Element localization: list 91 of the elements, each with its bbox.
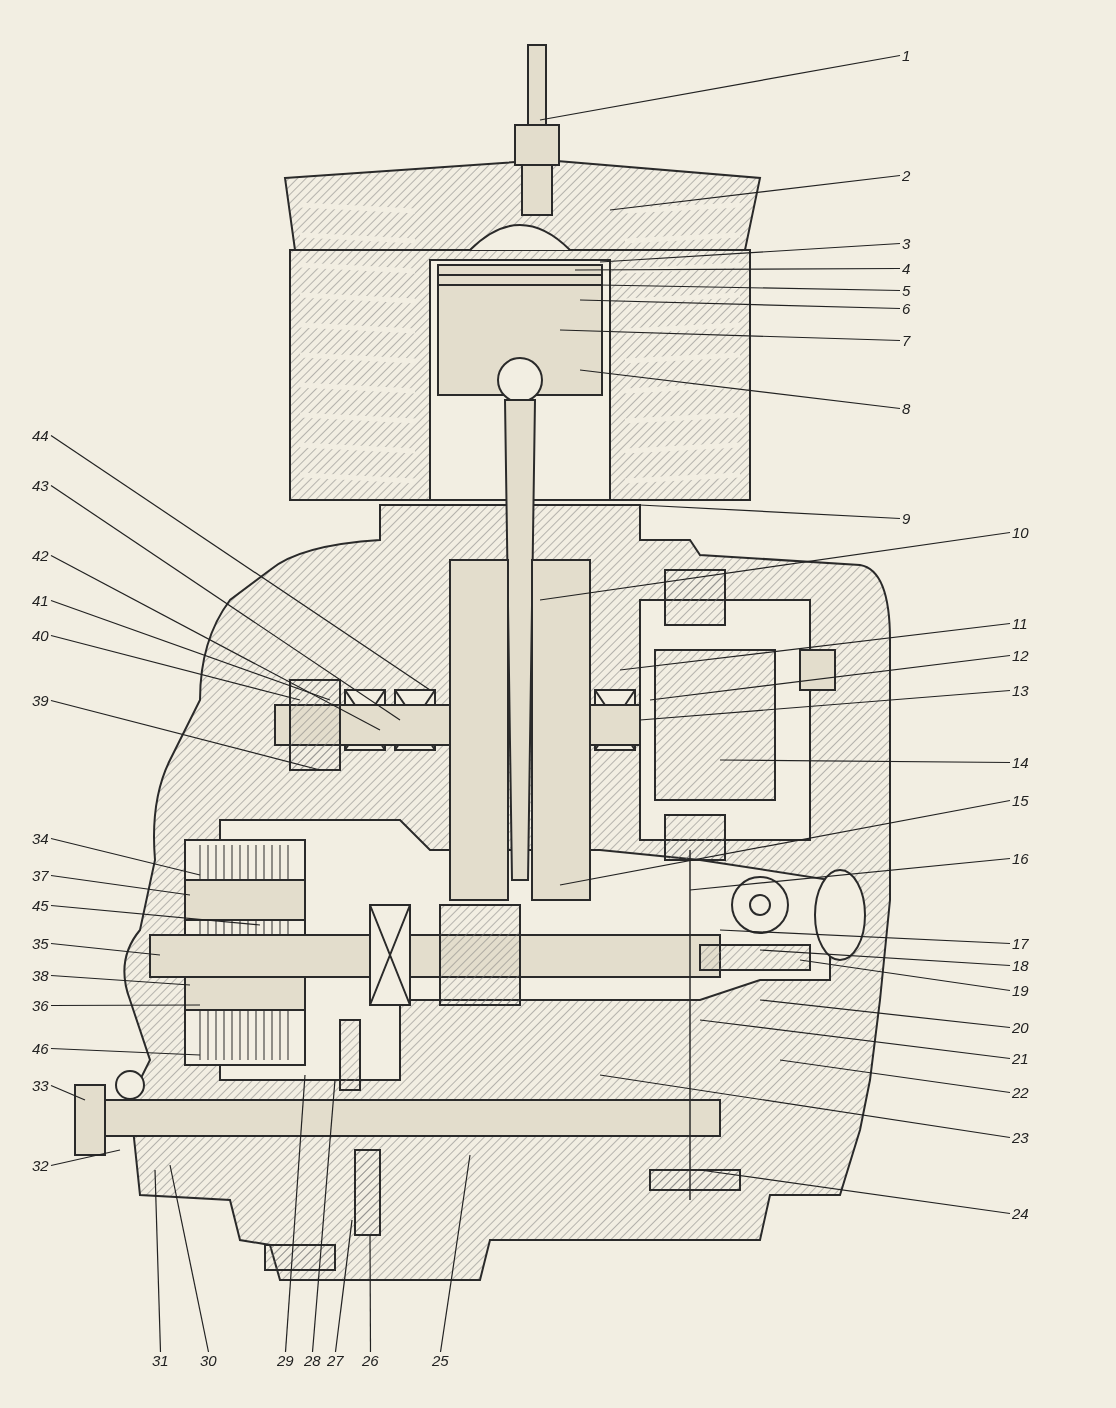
- callout-number: 45: [30, 897, 51, 914]
- leader-line: [719, 929, 1011, 945]
- leader-line: [284, 1074, 306, 1353]
- leader-line: [539, 531, 1011, 601]
- callout-number: 15: [1010, 792, 1031, 809]
- leader-line: [50, 634, 301, 701]
- callout-number: 2: [900, 167, 913, 184]
- callout-number: 28: [302, 1352, 323, 1369]
- leader-line: [574, 267, 901, 271]
- leader-line: [559, 329, 901, 342]
- callout-number: 46: [30, 1040, 51, 1057]
- callout-number: 13: [1010, 682, 1031, 699]
- callout-number: 3: [900, 235, 913, 252]
- leader-line: [639, 504, 901, 520]
- callout-number: 39: [30, 692, 51, 709]
- callout-number: 6: [900, 300, 913, 317]
- callout-number: 9: [900, 510, 913, 527]
- callout-number: 4: [900, 260, 913, 277]
- callout-number: 5: [900, 282, 913, 299]
- leader-line: [699, 1019, 1011, 1060]
- leader-line: [50, 1047, 201, 1056]
- leader-line: [719, 759, 1011, 764]
- callout-number: 19: [1010, 982, 1031, 999]
- leader-line: [50, 1084, 86, 1101]
- callout-number: 30: [198, 1352, 219, 1369]
- callout-number: 11: [1010, 615, 1030, 632]
- callout-number: 37: [30, 867, 51, 884]
- callout-number: 26: [360, 1352, 381, 1369]
- callout-number: 8: [900, 400, 913, 417]
- callout-number: 31: [150, 1352, 171, 1369]
- callout-number: 21: [1010, 1050, 1031, 1067]
- callout-number: 10: [1010, 524, 1031, 541]
- leader-line: [699, 1169, 1011, 1215]
- callout-number: 22: [1010, 1084, 1031, 1101]
- leader-line: [439, 1154, 471, 1353]
- leader-line: [649, 654, 1011, 701]
- leader-line: [759, 949, 1011, 967]
- leader-line: [619, 622, 1011, 671]
- callout-number: 17: [1010, 935, 1031, 952]
- callout-number: 34: [30, 830, 51, 847]
- callout-number: 44: [30, 427, 51, 444]
- leader-line: [579, 299, 901, 310]
- leader-line: [599, 1074, 1011, 1139]
- leader-line: [50, 974, 191, 986]
- leader-line: [639, 689, 1011, 721]
- callout-number: 14: [1010, 754, 1031, 771]
- callout-number: 40: [30, 627, 51, 644]
- leader-line: [50, 484, 401, 721]
- callout-number: 12: [1010, 647, 1031, 664]
- leader-line: [50, 904, 261, 926]
- callout-number: 25: [430, 1352, 451, 1369]
- leader-line: [779, 1059, 1011, 1094]
- callout-number: 24: [1010, 1205, 1031, 1222]
- leader-line: [579, 369, 901, 410]
- leader-line: [599, 242, 901, 263]
- callout-number: 32: [30, 1157, 51, 1174]
- leader-line: [311, 1079, 336, 1353]
- callout-number: 33: [30, 1077, 51, 1094]
- leader-line: [50, 1004, 201, 1007]
- callout-number: 7: [900, 332, 913, 349]
- leader-line: [559, 799, 1011, 886]
- leader-line: [50, 1149, 121, 1167]
- callout-number: 1: [900, 47, 913, 64]
- leader-line: [609, 174, 901, 211]
- leader-line: [169, 1164, 210, 1353]
- leader-line: [50, 699, 321, 771]
- leader-line: [50, 942, 161, 956]
- leader-line: [334, 1219, 353, 1353]
- leader-line: [50, 599, 331, 701]
- leader-line: [50, 874, 191, 896]
- leader-line: [799, 959, 1011, 992]
- callout-number: 35: [30, 935, 51, 952]
- callout-number: 18: [1010, 957, 1031, 974]
- callout-number: 43: [30, 477, 51, 494]
- callout-number: 41: [30, 592, 51, 609]
- leader-line: [50, 837, 201, 876]
- leader-line: [50, 554, 381, 731]
- callout-number: 23: [1010, 1129, 1031, 1146]
- callout-number: 16: [1010, 850, 1031, 867]
- leader-line: [689, 857, 1011, 891]
- callout-number: 29: [275, 1352, 296, 1369]
- leader-line: [539, 54, 901, 121]
- callout-number: 42: [30, 547, 51, 564]
- callout-number: 27: [325, 1352, 346, 1369]
- callout-number: 38: [30, 967, 51, 984]
- leader-line: [154, 1169, 162, 1353]
- leader-line: [50, 434, 431, 691]
- callout-number: 20: [1010, 1019, 1031, 1036]
- callout-number: 36: [30, 997, 51, 1014]
- leader-line: [369, 1234, 372, 1353]
- leader-line: [759, 999, 1011, 1029]
